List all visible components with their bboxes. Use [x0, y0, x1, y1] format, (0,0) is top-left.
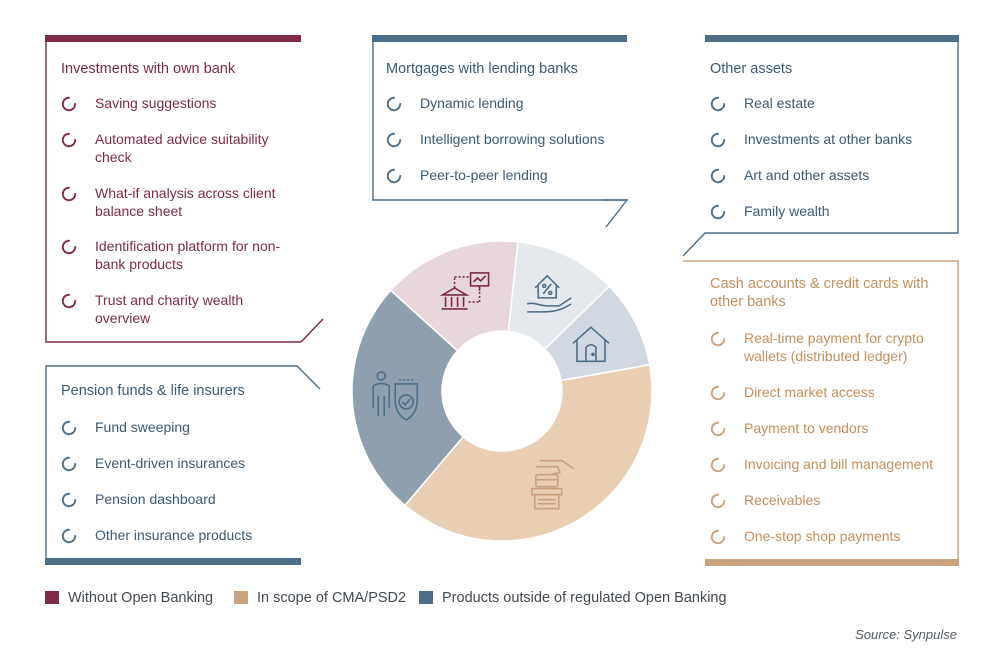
list-item-label: Direct market access [744, 384, 875, 400]
list-item-label: Pension dashboard [95, 491, 216, 507]
list-item-label: Peer-to-peer lending [420, 167, 548, 183]
legend-label: Products outside of regulated Open Banki… [442, 590, 727, 606]
hand-payment-icon [531, 459, 575, 510]
cash-frame [683, 260, 959, 559]
list-item-label: Automated advice suitability check [95, 131, 269, 165]
list-item-label: Trust and charity wealth overview [95, 292, 244, 326]
list-item-label: Payment to vendors [744, 420, 869, 436]
loading-arc-icon [61, 528, 77, 544]
loading-arc-icon [61, 96, 77, 112]
cash-box: Cash accounts & credit cards with other … [697, 261, 958, 559]
other-assets-top-bar [705, 35, 959, 42]
mortgages-top-bar [372, 35, 627, 42]
loading-arc-icon [386, 132, 402, 148]
list-item-label: Real estate [744, 95, 815, 111]
house-icon [572, 326, 610, 363]
loading-arc-icon [61, 132, 77, 148]
list-item-label: Invoicing and bill management [744, 456, 934, 472]
loading-arc-icon [710, 204, 726, 220]
mortgages-box: Mortgages with lending banks Dynamic len… [373, 42, 627, 200]
donut-chart [351, 240, 653, 542]
pension-bottom-bar [45, 558, 301, 565]
cash-title: Cash accounts & credit cards with other … [710, 276, 929, 310]
list-item-label: Family wealth [744, 203, 830, 219]
loading-arc-icon [710, 132, 726, 148]
investments-title: Investments with own bank [61, 61, 236, 77]
mortgages-title: Mortgages with lending banks [386, 61, 578, 77]
other-assets-frame [682, 42, 959, 257]
loading-arc-icon [710, 168, 726, 184]
loading-arc-icon [61, 456, 77, 472]
list-item-label: Dynamic lending [420, 95, 524, 111]
person-shield-icon [372, 371, 419, 421]
bank-transfer-icon [439, 272, 490, 310]
loading-arc-icon [61, 186, 77, 202]
list-item-label: What-if analysis across client balance s… [95, 185, 276, 219]
other-assets-box: Other assets Real estate Investments at … [697, 42, 958, 233]
legend-label: Without Open Banking [68, 590, 214, 606]
loading-arc-icon [710, 457, 726, 473]
legend-swatch [45, 591, 59, 604]
list-item-label: Other insurance products [95, 527, 253, 543]
hand-house-percent-icon [527, 274, 572, 313]
pension-box: Pension funds & life insurers Fund sweep… [46, 366, 301, 558]
legend-swatch [234, 591, 248, 604]
loading-arc-icon [61, 293, 77, 309]
investments-box: Investments with own bank Saving suggest… [46, 42, 301, 342]
legend-swatch [419, 591, 433, 604]
list-item-label: Real-time payment for crypto wallets (di… [744, 330, 924, 364]
loading-arc-icon [710, 331, 726, 347]
loading-arc-icon [386, 168, 402, 184]
loading-arc-icon [386, 96, 402, 112]
donut-segment-pension [351, 289, 465, 507]
list-item-label: Art and other assets [744, 167, 870, 183]
mortgages-pointer [602, 199, 629, 228]
legend-label: In scope of CMA/PSD2 [257, 590, 407, 606]
investments-top-bar [45, 35, 301, 42]
list-item-label: Event-driven insurances [95, 455, 246, 471]
pension-title: Pension funds & life insurers [61, 383, 245, 399]
source-note: Source: Synpulse [855, 627, 957, 642]
list-item-label: Intelligent borrowing solutions [420, 131, 605, 147]
loading-arc-icon [710, 529, 726, 545]
other-assets-title: Other assets [710, 61, 793, 77]
list-item-label: Investments at other banks [744, 131, 913, 147]
pension-frame [45, 365, 321, 558]
list-item-label: Fund sweeping [95, 419, 190, 435]
loading-arc-icon [710, 96, 726, 112]
list-item-label: One-stop shop payments [744, 528, 901, 544]
loading-arc-icon [710, 385, 726, 401]
donut-segment-without [389, 240, 519, 352]
list-item-label: Saving suggestions [95, 95, 217, 111]
cash-bottom-bar [705, 559, 959, 566]
list-item-label: Receivables [744, 492, 821, 508]
investments-frame [45, 42, 324, 343]
loading-arc-icon [710, 493, 726, 509]
loading-arc-icon [710, 421, 726, 437]
loading-arc-icon [61, 492, 77, 508]
loading-arc-icon [61, 239, 77, 255]
donut-segment-cash [403, 363, 653, 542]
list-item-label: Identification platform for non-bank pro… [95, 238, 281, 272]
loading-arc-icon [61, 420, 77, 436]
